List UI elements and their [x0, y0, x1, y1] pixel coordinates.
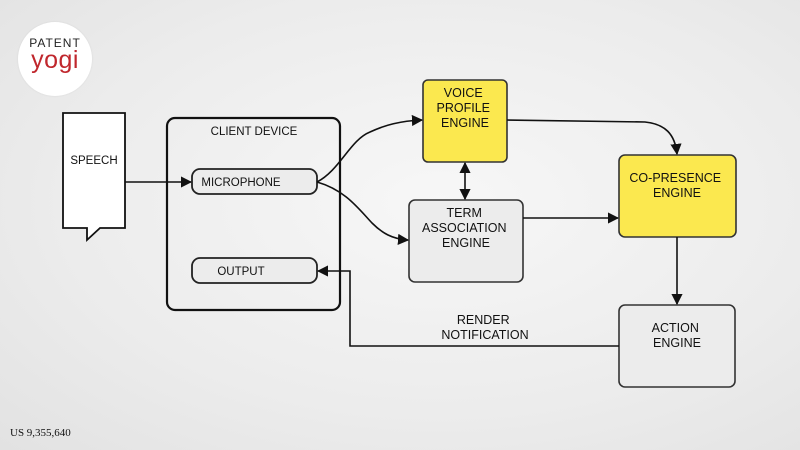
co-presence-engine-label: CO-PRESENCE ENGINE [629, 171, 724, 200]
client-device-box [165, 116, 342, 312]
speech-label: SPEECH [70, 155, 117, 167]
patent-number: US 9,355,640 [10, 427, 71, 439]
logo-line-2: yogi [31, 46, 79, 74]
edge-voice-profile-to-co-presence [506, 119, 682, 156]
patent-yogi-logo: PATENT yogi [18, 22, 92, 96]
action-engine-label: ACTION ENGINE [652, 321, 703, 350]
voice-profile-engine-label: VOICE PROFILE ENGINE [437, 86, 494, 130]
output-label: OUTPUT [217, 266, 264, 278]
speech-bubble [62, 112, 126, 243]
client-device-label: CLIENT DEVICE [211, 126, 298, 138]
render-notification-label: RENDER NOTIFICATION [441, 313, 528, 342]
edge-microphone-to-voice-profile [316, 114, 424, 183]
logo-line-1: PATENT [29, 36, 81, 50]
microphone-label: MICROPHONE [201, 177, 281, 189]
term-association-engine-label: TERM ASSOCIATION ENGINE [422, 206, 510, 250]
edge-action-to-output [316, 265, 619, 347]
edge-microphone-to-term-association [316, 181, 410, 245]
